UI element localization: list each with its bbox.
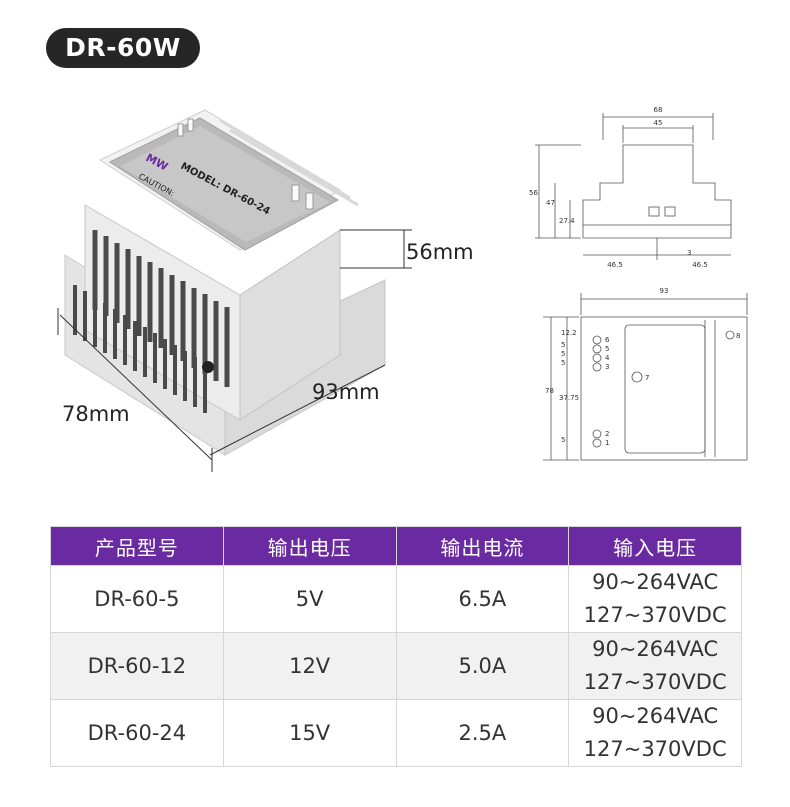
table-row: DR-60-24 15V 2.5A 90~264VAC 127~370VDC [50,699,742,767]
dim-5-c: 5 [561,359,565,367]
input-ac: 90~264VAC [592,637,719,661]
dim-56: 56 [529,189,538,197]
header-output-voltage: 输出电压 [222,526,397,566]
input-ac: 90~264VAC [592,570,719,594]
dim-3: 3 [687,249,691,257]
front-vents [92,230,230,387]
dimension-depth-label: 78mm [62,402,130,426]
cell-input: 90~264VAC 127~370VDC [568,632,742,700]
dim-68: 68 [654,106,663,114]
cell-model: DR-60-5 [50,565,224,633]
screw-8: 8 [736,332,740,340]
cell-input: 90~264VAC 127~370VDC [568,565,742,633]
cell-voltage: 12V [222,632,397,700]
dim-5-b: 5 [561,350,565,358]
cell-voltage: 15V [222,699,397,767]
input-ac: 90~264VAC [592,704,719,728]
technical-drawing: 68 45 56 47 27.4 46.5 46.5 3 93 78 12.2 … [529,106,748,461]
input-dc: 127~370VDC [583,737,727,761]
terminal-6: 6 [605,336,610,344]
dim-47: 47 [546,199,555,207]
dim-27-4: 27.4 [559,217,575,225]
product-photo: MW MODEL: DR-60-24 CAUTION: [57,109,412,472]
cell-model: DR-60-12 [50,632,224,700]
terminal-5: 5 [605,345,609,353]
input-dc: 127~370VDC [583,670,727,694]
table-row: DR-60-5 5V 6.5A 90~264VAC 127~370VDC [50,565,742,633]
indicator-7: 7 [645,374,649,382]
dim-46-5-right: 46.5 [692,261,708,269]
spec-table: 产品型号 输出电压 输出电流 输入电压 DR-60-5 5V 6.5A 90~2… [50,526,742,767]
cell-current: 6.5A [395,565,570,633]
terminal-4: 4 [605,354,610,362]
led-indicator [202,361,214,373]
dimension-height-label: 56mm [406,240,474,264]
front-view-outline [543,293,748,461]
terminal-1: 1 [605,439,609,447]
dim-5-bottom: 5 [561,436,565,444]
header-output-current: 输出电流 [395,526,570,566]
dim-93: 93 [660,287,669,295]
product-title-badge: DR-60W [46,28,200,68]
top-view-outline [535,113,732,260]
terminal-3: 3 [605,363,609,371]
dim-12-2: 12.2 [561,329,577,337]
cell-voltage: 5V [222,565,397,633]
cell-model: DR-60-24 [50,699,224,767]
dim-45: 45 [654,119,663,127]
header-input-voltage: 输入电压 [568,526,742,566]
input-dc: 127~370VDC [583,603,727,627]
cell-current: 2.5A [395,699,570,767]
cell-current: 5.0A [395,632,570,700]
table-row: DR-60-12 12V 5.0A 90~264VAC 127~370VDC [50,632,742,700]
dim-78: 78 [545,387,554,395]
dim-5-a: 5 [561,341,565,349]
dimension-width-label: 93mm [312,380,380,404]
dim-46-5-left: 46.5 [607,261,623,269]
table-header-row: 产品型号 输出电压 输出电流 输入电压 [50,526,742,566]
cell-input: 90~264VAC 127~370VDC [568,699,742,767]
header-model: 产品型号 [50,526,224,566]
terminal-2: 2 [605,430,609,438]
dim-37-75: 37.75 [559,394,579,402]
